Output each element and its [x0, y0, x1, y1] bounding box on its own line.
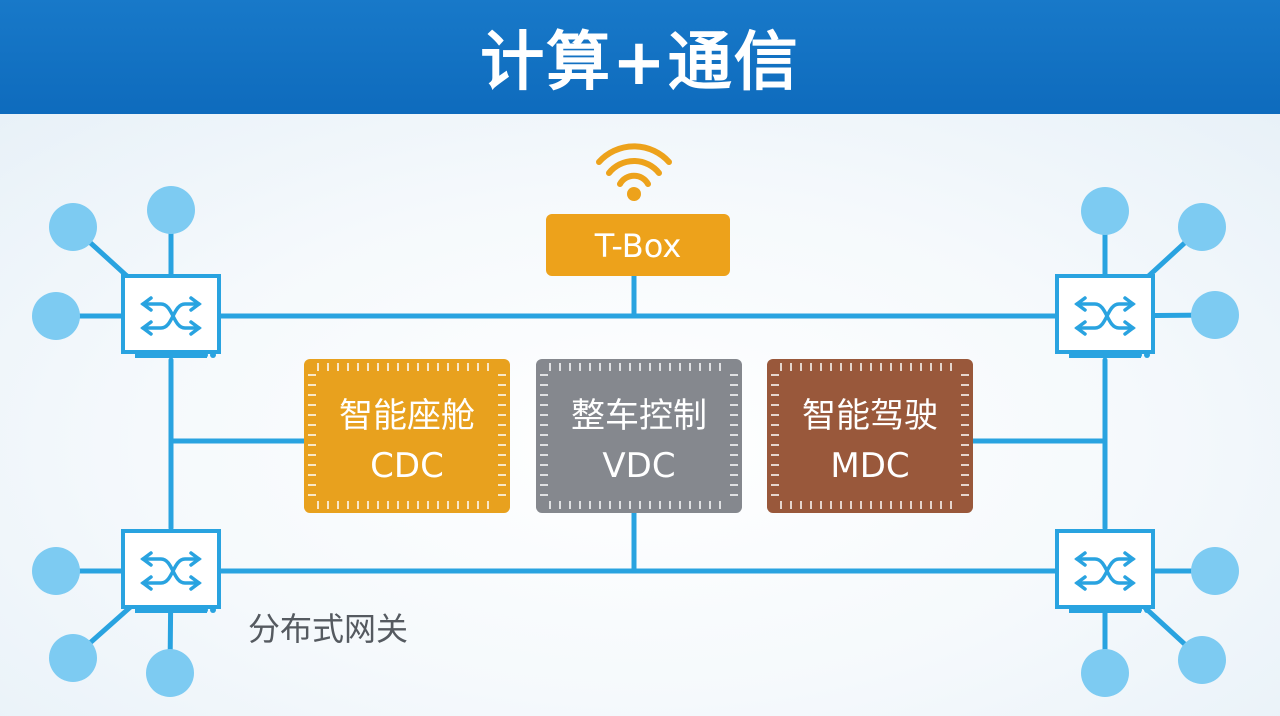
domain-code: MDC	[830, 446, 909, 486]
domain-name: 整车控制	[571, 396, 707, 436]
endpoint-node	[146, 649, 194, 697]
switch-icon	[140, 296, 202, 336]
gateway-label: 分布式网关	[248, 610, 408, 648]
endpoint-node	[147, 186, 195, 234]
endpoint-node	[1191, 547, 1239, 595]
gateway-switches	[121, 274, 1155, 613]
tbox-label: T-Box	[594, 227, 682, 265]
domain-code: VDC	[602, 446, 675, 486]
endpoint-node	[1191, 291, 1239, 339]
switch-bottom-left	[121, 529, 221, 613]
domain-code: CDC	[370, 446, 444, 486]
switch-top-right	[1055, 274, 1155, 358]
header-banner: 计算+通信	[0, 0, 1280, 114]
vdc-chip: 整车控制 VDC	[536, 359, 742, 513]
domain-name: 智能座舱	[339, 396, 475, 436]
domain-controllers: 智能座舱 CDC 整车控制 VDC 智能驾驶 MDC	[304, 359, 973, 513]
mdc-chip: 智能驾驶 MDC	[767, 359, 973, 513]
domain-name: 智能驾驶	[802, 396, 938, 436]
switch-top-left	[121, 274, 221, 358]
links-layer	[32, 186, 1239, 697]
page-title: 计算+通信	[480, 26, 800, 100]
switch-icon	[140, 551, 202, 591]
endpoint-node	[1178, 203, 1226, 251]
endpoint-node	[1081, 649, 1129, 697]
endpoint-node	[32, 292, 80, 340]
wifi-signal-icon	[596, 143, 672, 201]
endpoint-node	[1081, 187, 1129, 235]
switch-bottom-right	[1055, 529, 1155, 613]
endpoint-node	[49, 203, 97, 251]
endpoint-node	[1178, 636, 1226, 684]
switch-icon	[1074, 296, 1136, 336]
tbox-box	[546, 214, 730, 276]
endpoint-node	[32, 547, 80, 595]
endpoint-node	[49, 634, 97, 682]
tbox-node: T-Box	[546, 214, 730, 276]
switch-icon	[1074, 551, 1136, 591]
cdc-chip: 智能座舱 CDC	[304, 359, 510, 513]
